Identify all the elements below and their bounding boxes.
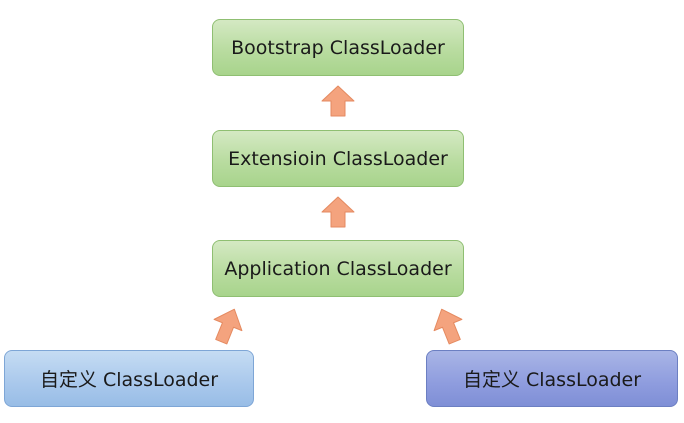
bootstrap-classloader-label: Bootstrap ClassLoader bbox=[231, 36, 445, 59]
extension-classloader-label: Extensioin ClassLoader bbox=[228, 147, 448, 170]
extension-classloader-node: Extensioin ClassLoader bbox=[212, 130, 464, 187]
arrow-diagonal-up-right-icon bbox=[213, 308, 243, 345]
custom-classloader-left-node: 自定义 ClassLoader bbox=[4, 350, 254, 407]
application-classloader-label: Application ClassLoader bbox=[224, 257, 452, 280]
custom-classloader-right-label: 自定义 ClassLoader bbox=[462, 369, 642, 391]
arrow-diagonal-up-left-icon bbox=[433, 308, 463, 345]
application-classloader-node: Application ClassLoader bbox=[212, 240, 464, 297]
custom-classloader-left-label: 自定义 ClassLoader bbox=[39, 369, 219, 391]
arrow-up-icon bbox=[321, 196, 355, 228]
arrow-up-icon bbox=[321, 85, 355, 117]
bootstrap-classloader-node: Bootstrap ClassLoader bbox=[212, 19, 464, 76]
custom-classloader-right-node: 自定义 ClassLoader bbox=[426, 350, 678, 407]
